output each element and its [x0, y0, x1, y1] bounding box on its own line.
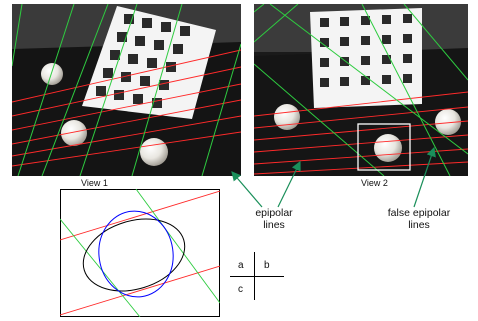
legend-horizontal-divider — [230, 276, 284, 277]
legend-a: a — [238, 260, 244, 271]
green-line-left — [60, 218, 141, 317]
arrow-to-view2-left — [277, 160, 301, 208]
selection-box — [357, 123, 411, 171]
conic-diagram — [60, 189, 220, 317]
view-1-photo — [12, 4, 241, 176]
checkerboard-squares-2 — [320, 14, 412, 87]
view-2-photo — [254, 4, 468, 176]
panel-legend: a b c — [230, 252, 284, 300]
legend-c: c — [238, 284, 243, 295]
checkerboard-squares — [96, 14, 190, 108]
blue-ellipse — [98, 210, 174, 298]
red-line-lower — [60, 265, 220, 316]
epipolar-lines-label: epipolar lines — [255, 207, 293, 231]
legend-b: b — [264, 260, 270, 271]
red-line-upper — [60, 190, 220, 241]
arrow-to-view2-right — [413, 146, 436, 208]
view-2-caption: View 2 — [361, 178, 388, 188]
black-ellipse — [82, 218, 186, 292]
false-epipolar-lines-label: false epipolar lines — [387, 207, 451, 231]
arrow-to-view1 — [231, 171, 263, 208]
green-line-right — [135, 189, 220, 304]
view-1-caption: View 1 — [81, 178, 108, 188]
